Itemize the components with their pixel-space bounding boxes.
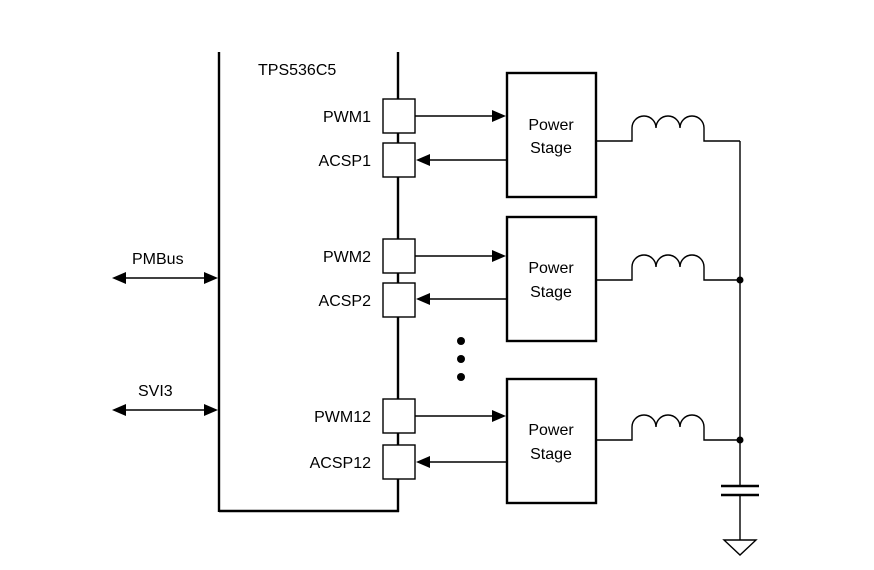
svi3-interface: SVI3 — [112, 383, 218, 416]
acsp1-pin — [382, 142, 416, 178]
controller-block: TPS536C5 — [217, 52, 400, 513]
acsp12-pin — [382, 444, 416, 480]
inductor-1 — [596, 115, 740, 142]
output-capacitor — [721, 484, 759, 497]
phase-1: PWM1 ACSP1 Power Stage — [319, 71, 740, 199]
pwm12-label: PWM12 — [314, 409, 371, 426]
pwm12-pin — [382, 398, 416, 434]
acsp12-label: ACSP12 — [310, 455, 371, 472]
power-stage-2-line1: Power — [528, 260, 574, 277]
phase-12: PWM12 ACSP12 Power Stage — [310, 377, 740, 505]
power-stage-2-line2: Stage — [530, 284, 572, 301]
pwm1-label: PWM1 — [323, 109, 371, 126]
junction-dot-12 — [736, 436, 744, 444]
power-stage-12-line1: Power — [528, 422, 574, 439]
power-stage-1-line1: Power — [528, 117, 574, 134]
junction-dot-2 — [736, 276, 744, 284]
inductor-2 — [596, 254, 740, 281]
acsp2-pin — [382, 282, 416, 318]
acsp1-label: ACSP1 — [319, 153, 372, 170]
inductor-12 — [596, 414, 740, 441]
pmbus-label: PMBus — [132, 251, 184, 268]
ellipsis-dots — [457, 337, 465, 381]
power-stage-1 — [505, 71, 598, 199]
pmbus-interface: PMBus — [112, 251, 218, 284]
pwm2-pin — [382, 238, 416, 274]
chip-name: TPS536C5 — [258, 62, 336, 79]
acsp2-label: ACSP2 — [319, 293, 372, 310]
svi3-label: SVI3 — [138, 383, 173, 400]
output-network — [721, 141, 759, 556]
power-stage-2 — [505, 215, 598, 343]
ground-symbol — [722, 539, 758, 556]
phase-2: PWM2 ACSP2 Power Stage — [319, 215, 740, 343]
pwm2-label: PWM2 — [323, 249, 371, 266]
pwm1-pin — [382, 98, 416, 134]
power-stage-1-line2: Stage — [530, 140, 572, 157]
power-stage-12-line2: Stage — [530, 446, 572, 463]
power-stage-12 — [505, 377, 598, 505]
